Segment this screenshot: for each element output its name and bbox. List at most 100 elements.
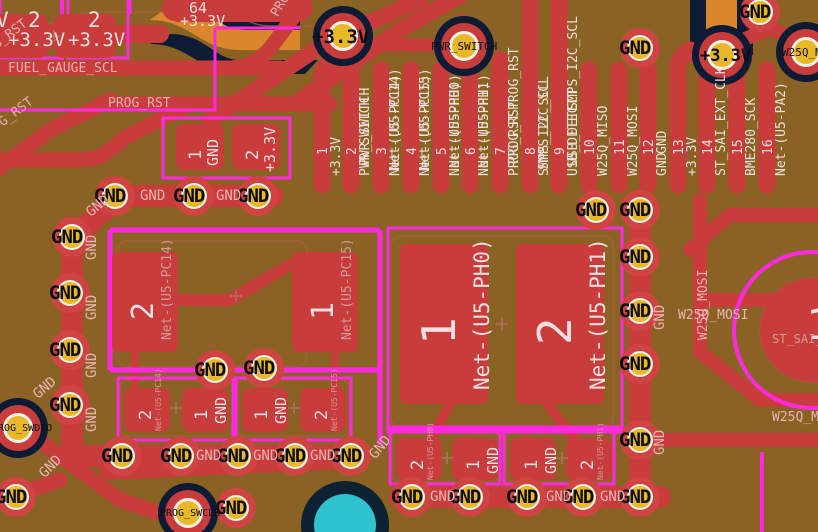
st-sai-pad-number: 1 — [806, 300, 818, 349]
gnd-via-group — [0, 0, 780, 528]
header-pin-6-net: Net-(U5-PH1) — [477, 82, 492, 176]
gnd-copper-net-label: GND — [430, 489, 456, 505]
st-sai-pad-label: ST_SAI_ — [772, 332, 818, 346]
loadcap-left-a-net: Net-(U5-PC14) — [154, 368, 163, 431]
crystal-right-pad1-number: 1 — [412, 317, 466, 345]
gnd-via-label: GND — [94, 185, 126, 207]
gnd-via-label: GND — [101, 445, 133, 467]
gnd-copper-net-label: GND — [216, 188, 242, 204]
header-trace-label-4: Net-(U5-PH1) — [477, 74, 492, 168]
prog-swdio-pad-label: PROG_SWDIO — [0, 423, 53, 434]
gnd-via-label: GND — [619, 246, 651, 268]
plus3v3-pad-right-label: +3.3V — [700, 46, 752, 66]
loadcap-right-c-net: GND — [542, 446, 560, 474]
loadcap-left-a-number: 2 — [136, 409, 156, 420]
header-pin-13-net: +3.3V — [685, 136, 700, 176]
gnd-via-label: GND — [274, 445, 306, 467]
header-trace-label-6: SMPS_I2C_SCL — [537, 76, 552, 170]
header-trace-label-2: Net-(U5-PC15) — [418, 68, 433, 170]
header-pin-9-net: USB_DETECT — [566, 97, 581, 176]
gnd-via-label: GND — [619, 37, 651, 59]
cap-left-pad-number: 2 — [28, 8, 41, 32]
gnd-copper-net-label: GND — [310, 448, 336, 464]
gnd-copper-net-label: GND — [366, 432, 395, 463]
header-pin-11-number: 11 — [613, 139, 628, 155]
gnd-copper-net-label: GND — [600, 489, 626, 505]
gnd-via-label: GND — [49, 394, 81, 416]
gnd-copper-net-label: GND — [652, 304, 668, 330]
header-trace-label-3: Net-(U5-PH0) — [448, 74, 463, 168]
loadcap-left-b-net: GND — [212, 396, 230, 424]
loadcap-right-a-number: 2 — [408, 459, 428, 470]
gnd-via-label: GND — [575, 199, 607, 221]
prog-swclk-pad-label: PROG_SWCLK — [160, 508, 221, 519]
header-trace-label-10: SMPS_I2C_SCL — [566, 16, 581, 110]
header-pin-16-number: 16 — [761, 139, 776, 155]
header-pin-3-number: 3 — [375, 147, 390, 155]
gnd-copper-net-label: GND — [84, 352, 100, 378]
crystal-left-pad1-number: 2 — [126, 301, 161, 320]
header-pin-4-net: Net-(U5-PC15) — [418, 74, 433, 176]
header-trace-label-9: PROG_RST — [507, 47, 522, 110]
gnd-via-label: GND — [173, 185, 205, 207]
loadcap-right-c-number: 1 — [522, 459, 542, 470]
gnd-via-label: GND — [391, 486, 423, 508]
trace-label-prog-rst-diagonal: PROG_RST — [268, 0, 312, 20]
loadcap-left-c-net: GND — [272, 396, 290, 424]
gnd-via-label: GND — [506, 486, 538, 508]
gnd-via-label: GND — [449, 486, 481, 508]
loadcap-right-a-net: Net-(U5-PH0) — [426, 422, 435, 480]
header-pin-2-number: 2 — [345, 147, 360, 155]
gnd-via-label: GND — [619, 199, 651, 221]
gnd-copper-net-label: GND — [652, 429, 668, 455]
gnd-copper-net-label: GND — [253, 448, 279, 464]
loadcap-right-b-number: 1 — [464, 459, 484, 470]
header-trace-label-5: PROG_RST — [507, 101, 522, 164]
pad-64-number: 64 — [189, 0, 208, 17]
gnd-via-label: GND — [217, 445, 249, 467]
loadcap-left-d-net: Net-(U5-PC15) — [330, 368, 339, 431]
pad-64-net: +3.3V — [180, 12, 226, 30]
net-label-w25q-mosi-vertical: W25Q_MOSI — [696, 269, 711, 340]
trace-label-prog-rst-horizontal: PROG_RST — [108, 96, 171, 111]
net-label-w25q-mosi-bottom: W25Q_MOSI — [772, 410, 818, 425]
header-pin-3-net: Net-(U5-PC14) — [388, 74, 403, 176]
gnd-via-label: GND — [619, 429, 651, 451]
crystal-right-pad2-net: Net-(U5-PH1) — [586, 238, 610, 390]
loadcap-left-b-number: 1 — [192, 409, 212, 420]
cap-right-pad-number: 2 — [88, 8, 101, 32]
header-pin-4-number: 4 — [405, 147, 420, 155]
gnd-via-label: GND — [619, 486, 651, 508]
gnd-via-label: GND — [562, 486, 594, 508]
header-pin-1-number: 1 — [316, 147, 331, 155]
crystal-right-pad2-number: 2 — [528, 317, 582, 345]
gnd-via-label: GND — [619, 300, 651, 322]
cap-left-pad-net: +3.3V — [8, 29, 66, 51]
trace-label-prog-rst-left-edge: G_RST — [0, 94, 37, 130]
header-pin-5-number: 5 — [435, 147, 450, 155]
gnd-copper-net-label: GND — [196, 448, 222, 464]
header-trace-label-7: USB_DETECT — [566, 87, 581, 166]
gnd-via-label: GND — [215, 497, 247, 519]
gnd-copper-net-label: GND — [84, 294, 100, 320]
gnd-via-label: GND — [49, 282, 81, 304]
gnd-via-label: GND — [194, 359, 226, 381]
gnd-via-label: GND — [0, 486, 27, 508]
header-pin-16-net: Net-(U5-PA2) — [774, 82, 789, 176]
gnd-copper-net-label: GND — [546, 489, 572, 505]
header-pin-1-net: +3.3V — [329, 136, 344, 176]
header-pin-6-number: 6 — [464, 147, 479, 155]
cap-right-pad-net: +3.3V — [68, 29, 126, 51]
gnd-via-label: GND — [51, 226, 83, 248]
connector-pin2-net: +3.3V — [261, 126, 279, 172]
loadcap-right-d-number: 2 — [578, 459, 598, 470]
crystal-left-pad2-number: 1 — [306, 301, 341, 320]
crystal-left-pad1-net: Net-(U5-PC14) — [160, 238, 175, 340]
header-pin-10-number: 10 — [583, 139, 598, 155]
header-pin-13-number: 13 — [672, 139, 687, 155]
header-pin-5-net: Net-(U5-PH0) — [448, 82, 463, 176]
header-pin-2-net: PWR_SWITCH — [358, 97, 373, 176]
header-pin-9-number: 9 — [553, 147, 568, 155]
